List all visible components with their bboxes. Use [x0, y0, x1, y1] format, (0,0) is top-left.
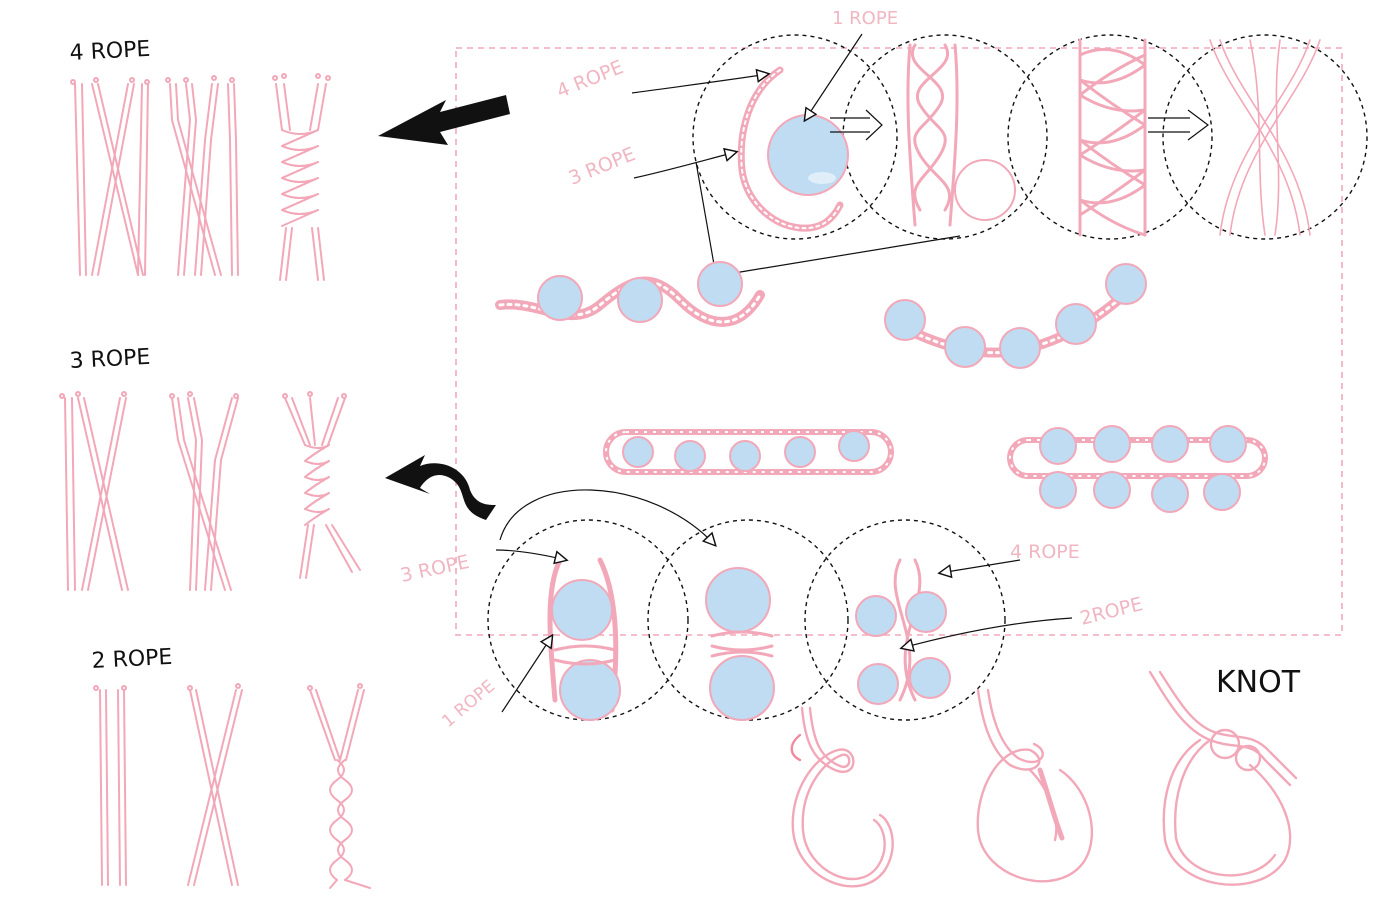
knot-step-2-icon	[978, 690, 1092, 881]
tight-braid-zoom-icon	[1080, 40, 1145, 235]
callout-2-rope-bottom: 2ROPE	[1078, 593, 1145, 630]
section-title-3-rope: 3 ROPE	[69, 345, 151, 374]
one-rope-beads-zoom-icon	[706, 568, 774, 720]
three-rope-beads-zoom-icon	[550, 560, 620, 720]
four-strand-braid-zoom-icon	[908, 45, 1015, 225]
callout-1-rope-top: 1 ROPE	[832, 8, 898, 29]
two-strand-open-icon	[94, 686, 126, 885]
two-strand-crossing-icon	[188, 684, 242, 885]
dashed-frame	[456, 48, 1342, 635]
callout-1-rope-bottom: 1 ROPE	[438, 676, 499, 731]
loose-strands-zoom-icon	[1210, 40, 1320, 235]
section-title-4-rope: 4 ROPE	[69, 37, 151, 66]
four-strand-crossing-icon	[166, 76, 238, 275]
knot-step-3-icon	[1150, 672, 1296, 885]
black-arrow-top-icon	[378, 95, 510, 145]
curved-beaded-chain	[885, 264, 1146, 368]
callout-4-rope-bottom: 4 ROPE	[1010, 541, 1080, 563]
coil-around-bead-icon	[741, 70, 848, 228]
black-wavy-arrow-icon	[385, 455, 496, 520]
straight-beaded-bracelet	[606, 431, 891, 472]
four-strand-braid-icon	[273, 74, 330, 280]
four-strand-open-icon	[71, 78, 149, 275]
three-strand-open-icon	[60, 392, 128, 590]
three-strand-braid-icon	[283, 392, 360, 578]
section-title-2-rope: 2 ROPE	[91, 645, 173, 674]
wavy-beaded-chain	[500, 262, 760, 322]
double-arrow-right-icon	[1148, 110, 1208, 140]
callout-3-rope-top: 3 ROPE	[566, 143, 639, 190]
double-row-beaded-bracelet	[1010, 426, 1265, 512]
callout-4-rope-top: 4 ROPE	[554, 56, 627, 103]
knot-step-1-icon	[792, 708, 893, 886]
two-rope-beads-zoom-icon	[856, 560, 950, 704]
two-strand-twist-icon	[308, 684, 370, 888]
three-strand-crossing-icon	[170, 392, 238, 590]
knot-label: KNOT	[1216, 665, 1301, 700]
callout-3-rope-bottom: 3 ROPE	[398, 551, 471, 587]
